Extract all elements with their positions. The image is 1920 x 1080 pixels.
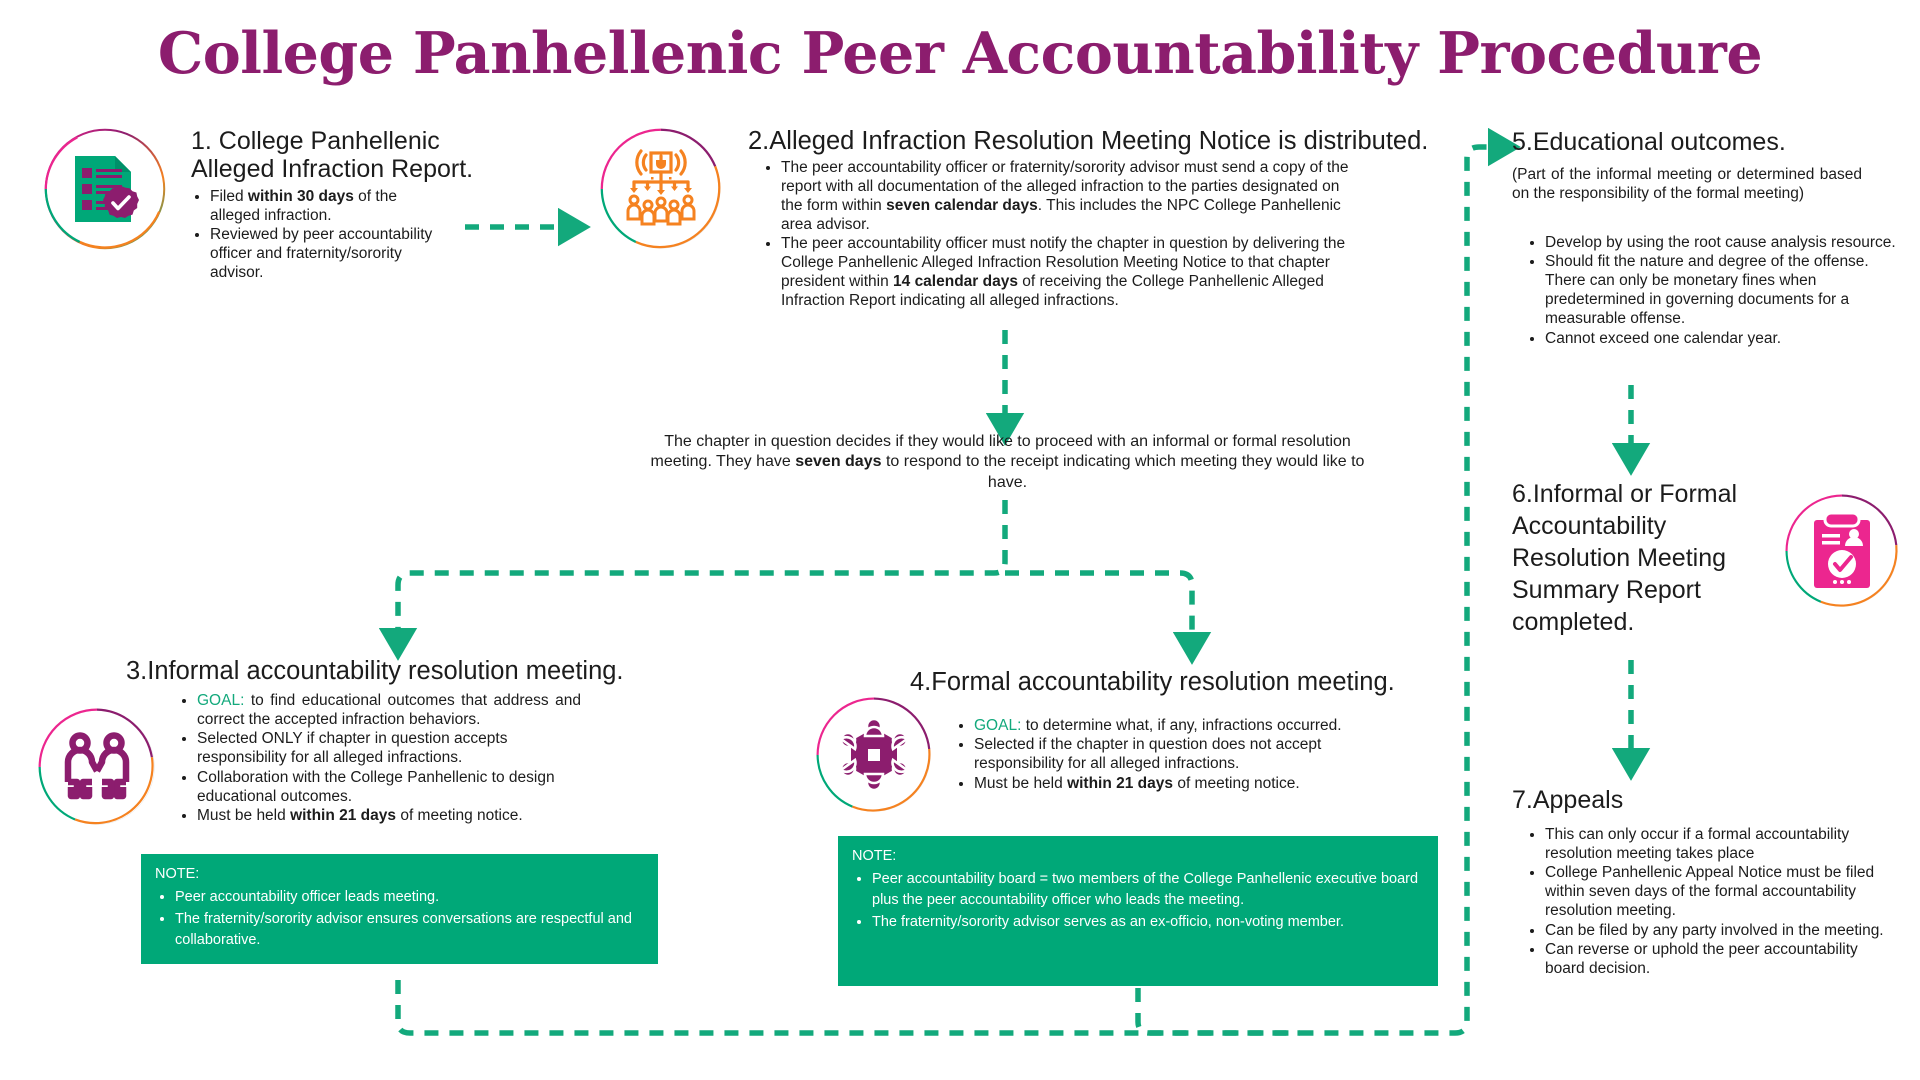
list-item: GOAL: to determine what, if any, infract… [974,717,1375,736]
decision-paragraph: The chapter in question decides if they … [650,433,1365,491]
list-item: Selected ONLY if chapter in question acc… [197,730,581,768]
list-item: The peer accountability officer or frate… [781,159,1352,235]
step3-heading: 3.Informal accountability resolution mee… [126,657,624,685]
step5-bullets: Develop by using the root cause analysis… [1526,234,1896,349]
list-item: Can reverse or uphold the peer accountab… [1545,941,1896,979]
step2-bullets: The peer accountability officer or frate… [762,159,1352,311]
list-item: Must be held within 21 days of meeting n… [974,775,1375,794]
step4-icon-circle [814,695,934,815]
step3-icon-circle [36,706,158,828]
list-item: This can only occur if a formal accounta… [1545,826,1896,864]
step6-icon-circle [1783,492,1901,610]
step6-heading: 6.Informal or Formal Accountability Reso… [1512,480,1738,636]
connector-decision-split [378,500,1008,661]
step2-icon-circle [598,126,724,252]
list-item: Collaboration with the College Panhellen… [197,769,581,807]
list-item: The peer accountability officer must not… [781,235,1352,311]
round-table-meeting-icon [838,717,910,792]
note-label: NOTE: [155,866,200,882]
list-item: GOAL: to find educational outcomes that … [197,692,581,730]
list-item: Must be held within 21 days of meeting n… [197,807,581,826]
report-checklist-icon [75,156,139,222]
step4-note-box: NOTE: Peer accountability board = two me… [838,836,1438,986]
connector-formal-to-rail [1135,988,1300,1036]
two-people-handshake-icon [64,732,130,800]
list-item: The fraternity/sorority advisor ensures … [175,909,644,951]
clipboard-report-check-icon [1814,512,1870,588]
list-item: Filed within 30 days of the alleged infr… [210,188,441,226]
step5-heading: 5.Educational outcomes. [1512,128,1786,156]
step2-heading: 2.Alleged Infraction Resolution Meeting … [748,127,1429,155]
step1-heading: 1. College Panhellenic Alleged Infractio… [191,127,474,183]
list-item: Cannot exceed one calendar year. [1545,330,1896,349]
list-item: Develop by using the root cause analysis… [1545,234,1896,253]
step3-note-box: NOTE: Peer accountability officer leads … [141,854,658,964]
list-item: The fraternity/sorority advisor serves a… [872,912,1424,933]
broadcast-org-chart-icon [626,149,696,226]
connector-decision-to-formal [1005,570,1212,665]
step1-icon-circle [42,126,168,252]
list-item: Peer accountability board = two members … [872,869,1424,911]
step4-heading: 4.Formal accountability resolution meeti… [910,668,1395,696]
list-item: Should fit the nature and degree of the … [1545,253,1896,329]
list-item: Can be filed by any party involved in th… [1545,922,1896,941]
list-item: Reviewed by peer accountability officer … [210,226,441,283]
step3-bullets: GOAL: to find educational outcomes that … [178,692,581,826]
page-title: College Panhellenic Peer Accountability … [157,20,1763,87]
step7-heading: 7.Appeals [1512,786,1624,814]
list-item: College Panhellenic Appeal Notice must b… [1545,864,1896,921]
list-item: Peer accountability officer leads meetin… [175,887,644,908]
step7-bullets: This can only occur if a formal accounta… [1526,826,1896,979]
step4-bullets: GOAL: to determine what, if any, infract… [955,717,1375,794]
step5-subtitle: (Part of the informal meeting or determi… [1512,166,1862,202]
step1-bullets: Filed within 30 days of the alleged infr… [191,188,441,284]
list-item: Selected if the chapter in question does… [974,736,1375,774]
note-label: NOTE: [852,848,897,864]
